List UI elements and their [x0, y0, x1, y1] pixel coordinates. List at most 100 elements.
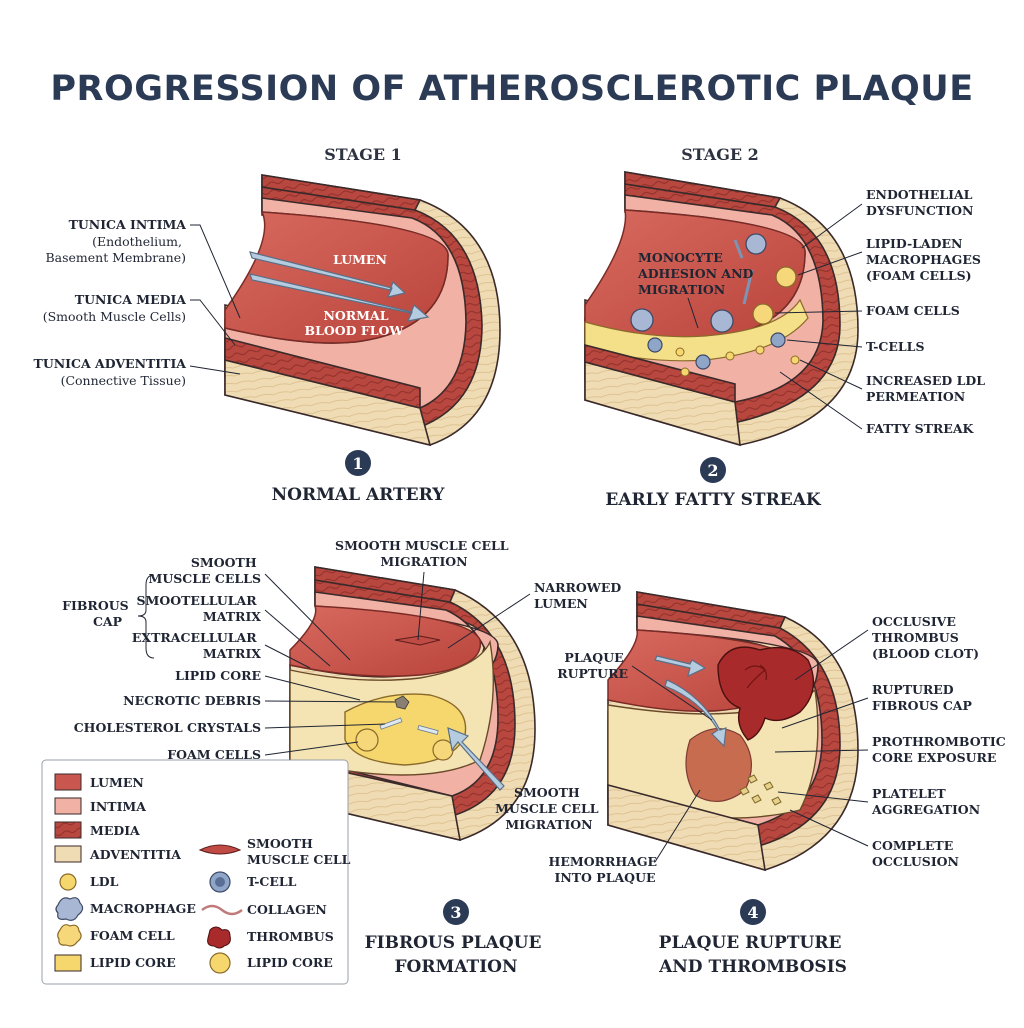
- stage-2-ldl: [755, 345, 765, 355]
- legend-macrophage-icon: [55, 897, 84, 921]
- stage-3-top-label: SMOOTH MUSCLE CELL MIGRATION: [335, 538, 513, 569]
- legend-label-thrombus: THROMBUS: [247, 929, 334, 944]
- stage-3-foam-label: FOAM CELLS: [167, 747, 261, 762]
- stage-2-monocyte-label: MONOCYTE ADHESION AND MIGRATION: [637, 250, 758, 297]
- legend-label-media: MEDIA: [90, 823, 140, 838]
- stage-3-smc-leader: [264, 573, 351, 661]
- stage-4-rupture-leader: [631, 665, 713, 721]
- stage-2-migration-arrow: [733, 239, 744, 259]
- legend-lipid-core-icon: [209, 952, 231, 974]
- legend-label-foam-cell: FOAM CELL: [90, 928, 175, 943]
- stage-3-foam-leader: [264, 741, 359, 756]
- stage-3-crystal: [417, 724, 439, 736]
- stage-3-ecm-label: EXTRACELLULAR MATRIX: [132, 630, 261, 661]
- stage-2-lipid-label: LIPID-LADEN MACROPHAGES (FOAM CELLS): [866, 236, 985, 283]
- stage-2-monocyte: [710, 309, 734, 333]
- stage-3-top-face: [314, 566, 457, 603]
- legend-label-tcell: T-CELL: [247, 874, 297, 889]
- stage-3-number: 3: [450, 903, 461, 922]
- stage-3-cholesterol-leader: [264, 723, 386, 729]
- stage-3-foam-cell: [355, 728, 379, 752]
- stage-4-caption: PLAQUE RUPTURE AND THROMBOSIS: [658, 933, 847, 977]
- stage-4-thrombus-swirl: [744, 664, 767, 689]
- stage-4-platelet: [747, 774, 758, 784]
- legend-tcell-nucleus: [215, 877, 225, 887]
- stage-2-cells: [630, 233, 800, 377]
- stage-4-occl-leader: [794, 629, 869, 681]
- legend-smc-icon: [198, 844, 242, 855]
- stage-2-tcell: [770, 332, 786, 348]
- stage-2-ldl-leader: [799, 359, 863, 390]
- stage-2-tcell: [647, 337, 663, 353]
- stage-3-number-badge: [443, 899, 469, 925]
- legend-swatch-intima: [54, 797, 82, 815]
- stage-1-number-badge: [345, 450, 371, 476]
- stage-3-ecm-leader: [264, 644, 311, 669]
- stage-3-lumen: [289, 605, 482, 677]
- stage-2-endo-label: ENDOTHELIAL DYSFUNCTION: [866, 187, 977, 218]
- stage-4-panel: PLAQUE RUPTURE OCCLUSIVE THROMBUS (BLOOD…: [549, 591, 1006, 977]
- stage-2-foam-label: FOAM CELLS: [866, 303, 960, 318]
- stage-2-number-badge: [700, 457, 726, 483]
- stage-2-monocyte: [745, 233, 767, 255]
- stage-1-flow-label-1: NORMAL: [323, 308, 388, 323]
- stage-4-front-face: [607, 783, 766, 872]
- stage-1-adventitia-label: TUNICA ADVENTITIA: [34, 356, 187, 371]
- legend-thrombus-icon: [207, 926, 231, 949]
- stage-3-necrotic-debris: [394, 695, 410, 710]
- stage-2-tcells-label: T-CELLS: [866, 339, 925, 354]
- stage-4-top-face: [636, 591, 787, 629]
- stage-1-intima-leader: [190, 224, 241, 319]
- stage-1-media-leader: [190, 299, 236, 346]
- stage-3-necrotic-leader: [264, 700, 396, 703]
- legend-collagen-icon: [201, 904, 243, 916]
- stage-4-pro-leader: [774, 749, 869, 753]
- stage-4-thrombus: [717, 646, 815, 741]
- legend-label-lipid-core-2: LIPID CORE: [247, 955, 333, 970]
- legend-right-column: SMOOTH MUSCLE CELL T-CELL COLLAGEN THROM…: [198, 836, 351, 974]
- legend-label-lumen: LUMEN: [90, 775, 144, 790]
- stage-2-ldl: [790, 355, 800, 365]
- stage-4-plt-leader: [777, 791, 869, 803]
- legend-box: [41, 759, 349, 985]
- stage-3-foam-cell: [432, 739, 454, 761]
- stage-2-caption: EARLY FATTY STREAK: [605, 490, 821, 510]
- stage-4-hem-label: HEMORRHAGE INTO PLAQUE: [549, 854, 662, 885]
- legend-swatch-lipid-core: [54, 954, 82, 972]
- stage-1-number: 1: [352, 454, 363, 473]
- stage-1-caption: NORMAL ARTERY: [272, 485, 446, 505]
- legend-label-smc: SMOOTH MUSCLE CELL: [247, 836, 351, 867]
- stage-2-ldl: [680, 367, 690, 377]
- stage-2-fatty-streak: [584, 298, 809, 362]
- stage-3-panel: FIBROUS CAP SMOOTH MUSCLE CELLS SMOOTELL…: [62, 538, 621, 977]
- legend-label-collagen: COLLAGEN: [247, 902, 327, 917]
- stage-3-top-leader: [417, 571, 425, 641]
- stage-2-ldl: [675, 347, 685, 357]
- legend-label-lipid-core: LIPID CORE: [90, 955, 176, 970]
- stage-4-rupture-label: PLAQUE RUPTURE: [557, 650, 628, 681]
- stage-3-narrow-leader: [447, 593, 531, 649]
- stage-3-matrix-label: SMOOTELLULAR MATRIX: [136, 593, 261, 624]
- stage-4-comp-label: COMPLETE OCCLUSION: [872, 838, 959, 869]
- legend-label-macrophage: MACROPHAGE: [90, 901, 196, 916]
- legend-swatch-lumen: [54, 773, 82, 791]
- stage-4-platelet: [763, 781, 774, 791]
- stage-1-intima-sub: (Endothelium, Basement Membrane): [45, 234, 186, 265]
- legend-swatch-adventitia: [54, 845, 82, 863]
- stage-2-streak-leader: [779, 371, 863, 430]
- stage-1-flow-label-2: BLOOD FLOW: [305, 323, 405, 338]
- stage-2-streak-label: FATTY STREAK: [866, 421, 975, 436]
- stage-4-plt-label: PLATELET AGGREGATION: [871, 786, 980, 817]
- legend-label-intima: INTIMA: [90, 799, 146, 814]
- stage-2-number: 2: [707, 461, 718, 480]
- stage-1-media-label: TUNICA MEDIA: [75, 292, 187, 307]
- stage-3-caption: FIBROUS PLAQUE FORMATION: [365, 933, 548, 977]
- stage-4-number: 4: [747, 903, 758, 922]
- stage-1-heading: STAGE 1: [324, 145, 402, 164]
- stage-4-hem-leader: [654, 789, 701, 863]
- stage-2-top-face: [624, 171, 782, 208]
- legend-label-adventitia: ADVENTITIA: [89, 847, 181, 862]
- legend-foam-cell-icon: [57, 924, 82, 947]
- stage-2-panel: STAGE 2 MONOCYTE AD: [584, 145, 985, 510]
- stage-3-necrotic-label: NECROTIC DEBRIS: [123, 693, 261, 708]
